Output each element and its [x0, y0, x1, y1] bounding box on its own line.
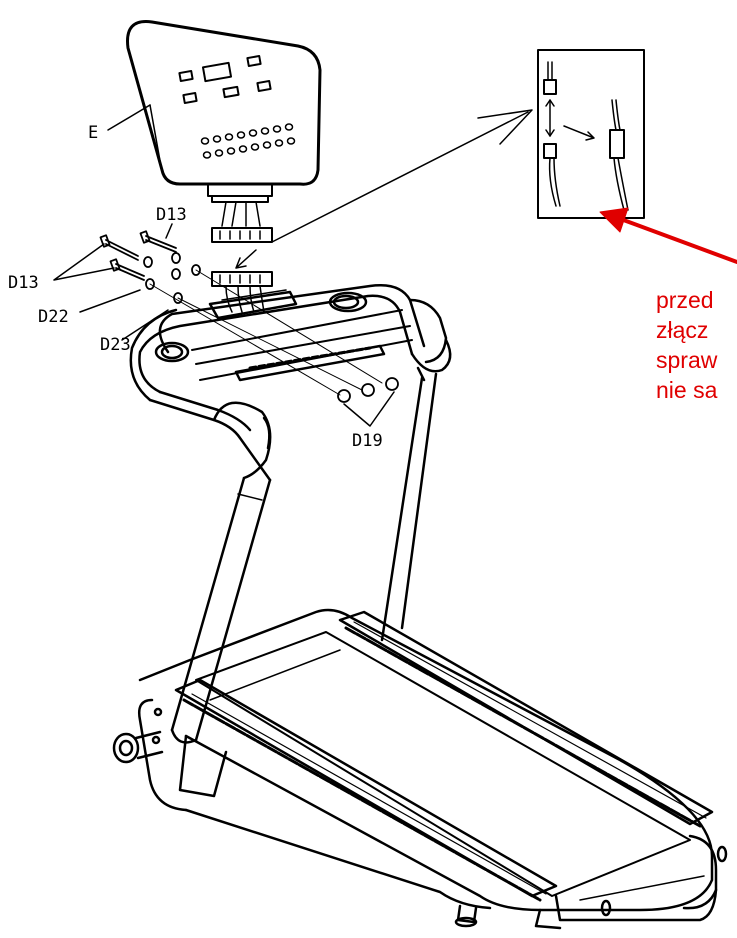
note-line: spraw [656, 347, 718, 373]
label-bolt-d13-lower: D13 [8, 273, 39, 293]
label-washer-d23: D23 [100, 335, 131, 355]
treadmill-frame [112, 284, 728, 930]
note-line: przed [656, 287, 714, 313]
note-line: złącz [656, 317, 709, 343]
connector-note: przed złącz spraw nie sa [656, 285, 717, 405]
console-panel [126, 20, 322, 243]
leader-line-e [107, 104, 151, 131]
label-washer-d22: D22 [38, 307, 69, 327]
label-bolt-d13-upper: D13 [156, 205, 187, 225]
connector-detail-box [537, 49, 645, 219]
label-console-e: E [88, 123, 98, 143]
note-line: nie sa [656, 377, 718, 403]
label-nut-d19: D19 [352, 431, 383, 451]
note-arrow [599, 207, 737, 264]
leader-line-connector [271, 111, 529, 243]
